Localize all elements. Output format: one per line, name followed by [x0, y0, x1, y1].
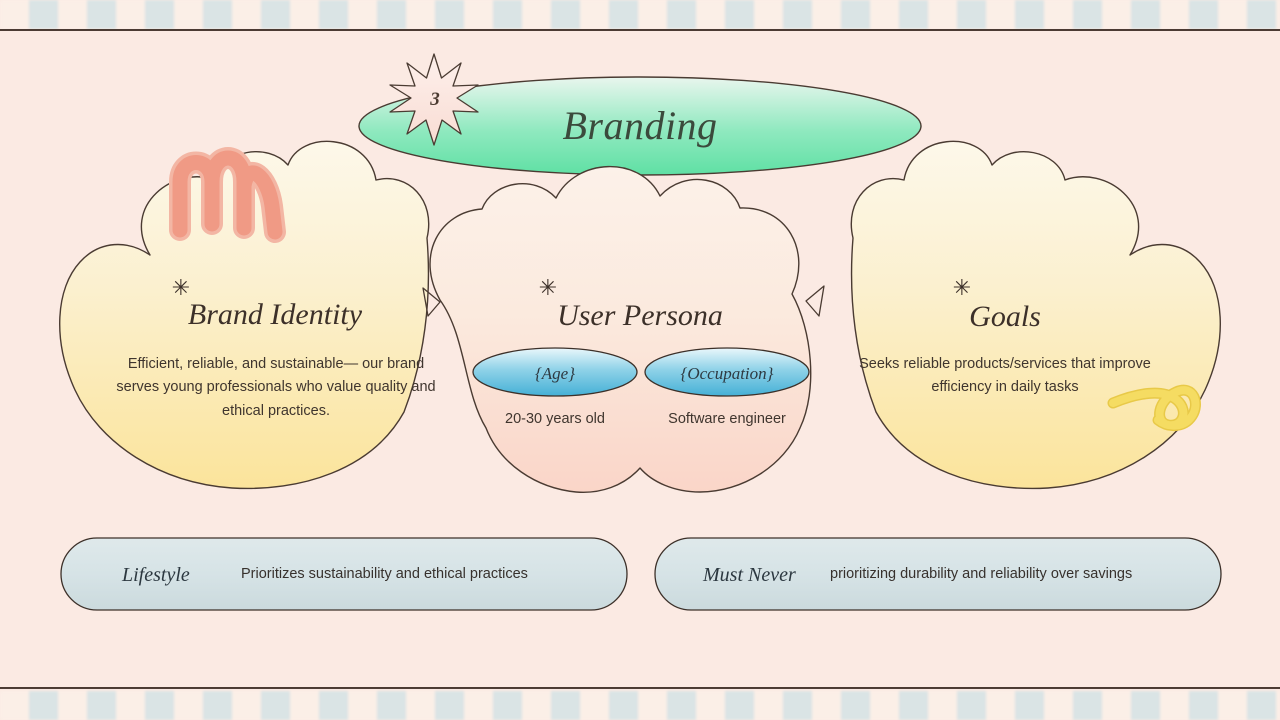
card-title-brand-identity: Brand Identity [187, 298, 363, 331]
footer-text-lifestyle: Prioritizes sustainability and ethical p… [241, 566, 528, 582]
card-body-goals: Seeks reliable products/services that im… [859, 356, 1151, 396]
pink-squiggle-decoration [169, 147, 286, 243]
yellow-loop-decoration [1107, 384, 1201, 431]
chip-label-occupation: {Occupation} [680, 364, 774, 383]
card-body-brand-identity: Efficient, reliable, and sustainable— ou… [116, 356, 436, 419]
slide-title-text: Branding [562, 103, 718, 148]
card-cloud-user-persona [429, 165, 812, 493]
connector-arrow-left [422, 287, 441, 317]
card-title-user-persona: User Persona [557, 299, 723, 332]
checkered-band-top [0, 0, 1280, 29]
asterisk-icon-goals: ✳ [952, 276, 972, 301]
footer-label-must-never: Must Never [703, 564, 796, 586]
bottom-divider-rule [0, 687, 1280, 689]
asterisk-icon-user-persona: ✳ [538, 276, 558, 301]
chip-value-occupation: Software engineer [668, 411, 786, 427]
footer-pill-must-never[interactable] [654, 537, 1222, 611]
chip-value-age: 20-30 years old [505, 411, 605, 427]
footer-label-lifestyle: Lifestyle [122, 564, 190, 586]
checkered-band-bottom [0, 691, 1280, 720]
slide-number-badge [389, 53, 479, 146]
asterisk-icon-brand-identity: ✳ [171, 276, 191, 301]
persona-chip-age[interactable] [472, 347, 638, 397]
connector-arrow-right [805, 285, 825, 317]
top-divider-rule [0, 29, 1280, 31]
card-title-goals: Goals [969, 300, 1041, 333]
persona-chip-occupation[interactable] [644, 347, 810, 397]
footer-text-must-never: prioritizing durability and reliability … [830, 566, 1133, 582]
chip-label-age: {Age} [534, 364, 576, 383]
footer-pill-lifestyle[interactable] [60, 537, 628, 611]
slide-number-text: 3 [430, 89, 440, 110]
